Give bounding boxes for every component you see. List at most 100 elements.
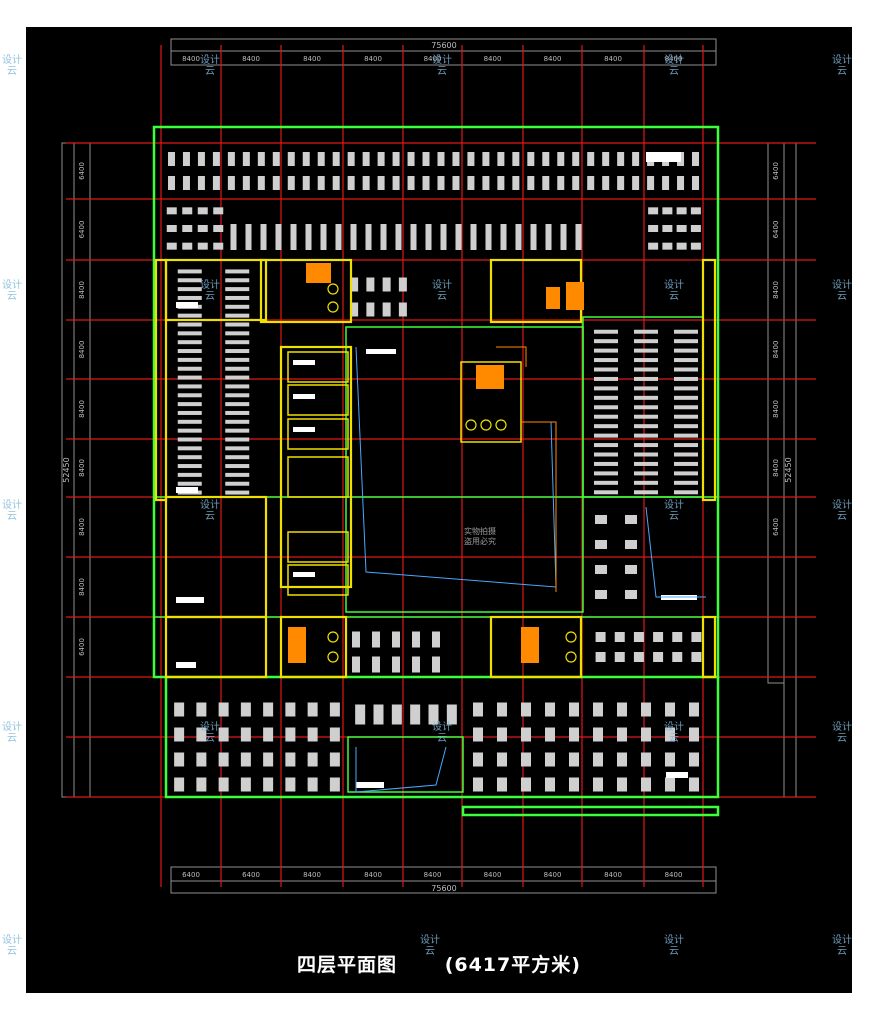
desk — [332, 152, 340, 166]
desk — [625, 515, 637, 524]
shelf — [674, 452, 698, 457]
dim-label-left: 8400 — [78, 281, 86, 299]
desk — [218, 777, 229, 792]
desk — [633, 652, 644, 662]
watermark: 设计云 — [432, 55, 452, 77]
shelf — [594, 386, 618, 391]
desk — [263, 752, 274, 767]
core-wall — [701, 258, 717, 502]
shelf — [425, 224, 432, 250]
core-layer — [154, 258, 717, 679]
desk — [632, 176, 640, 190]
shelf — [177, 428, 202, 433]
desk — [242, 152, 250, 166]
center-stamp-line-1: 实物拍摄 — [464, 527, 496, 536]
shelf — [594, 471, 618, 476]
desk — [174, 727, 185, 742]
dim-label-top: 8400 — [484, 55, 502, 63]
desk — [317, 152, 325, 166]
shelf — [177, 340, 202, 345]
watermark: 设计云 — [200, 722, 220, 744]
desk — [521, 752, 531, 767]
desk — [218, 727, 229, 742]
desk — [212, 152, 220, 166]
shelf — [470, 224, 477, 250]
shelf — [177, 384, 202, 389]
desk — [689, 702, 699, 717]
desk — [182, 225, 193, 232]
shelf — [177, 357, 202, 362]
room-label-block — [293, 572, 315, 577]
stair — [521, 627, 539, 663]
desk — [352, 631, 360, 648]
shelf — [225, 322, 250, 327]
desk — [197, 176, 205, 190]
dim-label-bottom: 8400 — [544, 871, 562, 879]
desk — [689, 752, 699, 767]
core-wall — [259, 258, 353, 324]
elevator-core — [460, 361, 522, 443]
shelf — [177, 464, 202, 469]
shelf — [225, 366, 250, 371]
desk — [392, 631, 400, 648]
center-stamp: 实物拍摄 盗用必究 — [440, 527, 520, 547]
dim-label-bottom: 8400 — [303, 871, 321, 879]
desk — [593, 777, 603, 792]
shelf — [674, 443, 698, 448]
shelf — [335, 224, 342, 250]
shelf — [440, 224, 447, 250]
dim-label-left: 6400 — [78, 638, 86, 656]
shelf — [290, 224, 297, 250]
desk — [174, 702, 185, 717]
shelf — [634, 480, 658, 485]
desk — [593, 727, 603, 742]
desk — [412, 656, 420, 673]
desk — [497, 702, 507, 717]
desk — [662, 242, 673, 250]
dim-label-top: 8400 — [303, 55, 321, 63]
shelf — [275, 224, 282, 250]
desk — [422, 152, 430, 166]
shelf — [177, 287, 202, 292]
desk — [593, 702, 603, 717]
shelf — [177, 349, 202, 354]
desk — [689, 727, 699, 742]
shelf — [225, 313, 250, 318]
toilet-fixture — [495, 419, 507, 431]
shelf — [575, 224, 582, 250]
desk — [242, 176, 250, 190]
shelf — [230, 224, 237, 250]
orange-path — [521, 421, 557, 592]
shelf — [674, 386, 698, 391]
void-edge — [645, 506, 706, 598]
room-label-block — [176, 302, 198, 308]
shelf — [594, 414, 618, 419]
watermark: 设计云 — [832, 935, 852, 957]
stair — [288, 627, 306, 663]
shelf — [674, 348, 698, 353]
desk — [625, 540, 637, 549]
desk — [641, 727, 651, 742]
desk — [398, 302, 407, 317]
shelf — [225, 331, 250, 336]
shelf — [594, 358, 618, 363]
dim-label-total-top: 75600 — [431, 41, 456, 50]
desk — [167, 176, 175, 190]
desk — [614, 652, 625, 662]
toilet-fixture — [327, 301, 339, 313]
desk — [196, 777, 207, 792]
shelf — [225, 437, 250, 442]
desk — [196, 727, 207, 742]
shelf — [674, 414, 698, 419]
desk — [167, 152, 175, 166]
desk — [392, 176, 400, 190]
desk — [257, 152, 265, 166]
desk — [691, 652, 702, 662]
stair — [306, 263, 331, 283]
dim-label-left: 8400 — [78, 518, 86, 536]
desk — [182, 152, 190, 166]
desk — [240, 752, 251, 767]
desk — [307, 752, 318, 767]
desk — [428, 704, 439, 725]
core-wall — [164, 615, 268, 679]
